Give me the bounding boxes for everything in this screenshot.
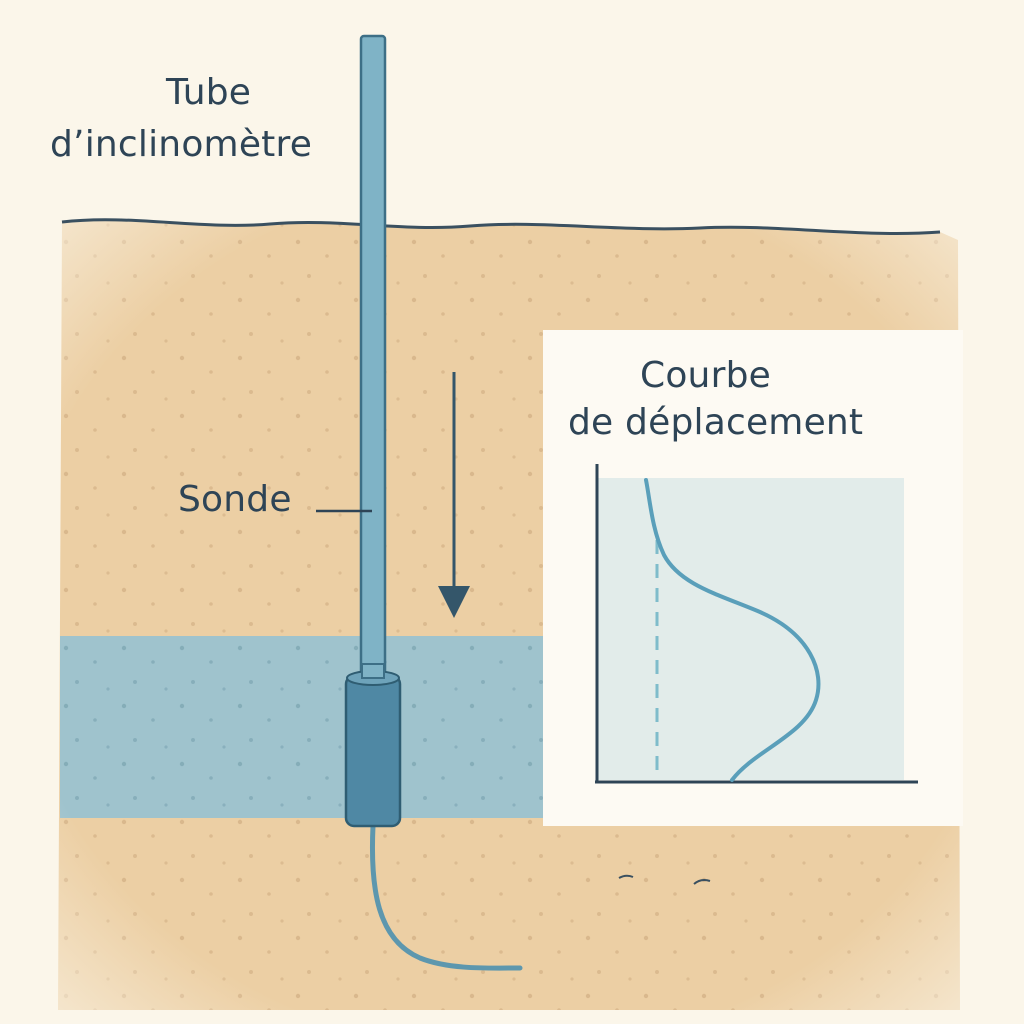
curve-title-line1: Courbe	[640, 355, 771, 396]
tube-label-line2: d’inclinomètre	[50, 124, 313, 165]
displacement-curve	[644, 478, 821, 782]
tube-label-line1: Tube	[166, 72, 252, 113]
soil-mark	[618, 874, 634, 879]
probe-cable	[369, 823, 523, 971]
inclinometer-tube	[359, 34, 387, 684]
curve-title-line2: de déplacement	[568, 402, 864, 443]
ground-surface-line	[61, 218, 941, 236]
sonde-label: Sonde	[178, 479, 292, 520]
probe	[344, 663, 402, 828]
descent-arrow	[438, 372, 470, 618]
soil-mark	[693, 879, 711, 885]
chart-plot-area	[598, 478, 904, 780]
